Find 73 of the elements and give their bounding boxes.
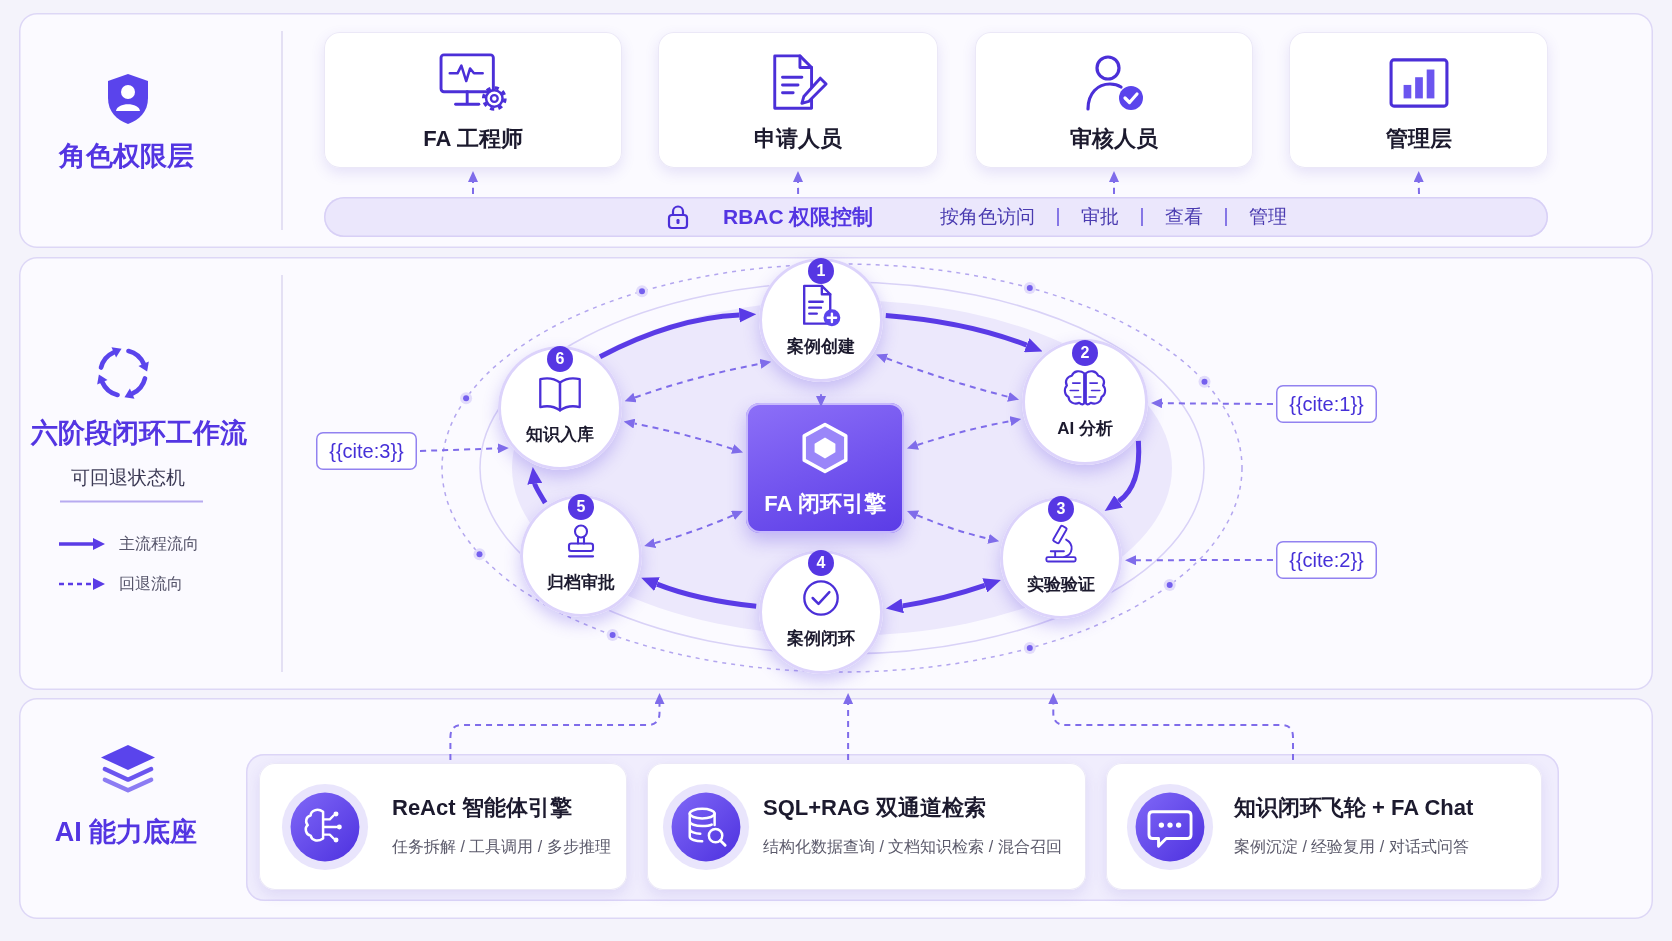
permission-item: 按角色访问 [940, 205, 1035, 229]
dashed-arrow [843, 693, 854, 761]
step-badge: 1 [808, 258, 834, 284]
permission-item: 查看 [1165, 205, 1203, 229]
dashed-arrow [1413, 171, 1424, 195]
bar-title: RBAC 权限控制 [723, 204, 874, 230]
dashed-arrow [816, 393, 826, 407]
permission-item: 审批 [1081, 205, 1119, 229]
stage-circle [759, 258, 883, 382]
role-label: 管理层 [1385, 125, 1452, 153]
flow-arrow [1105, 440, 1142, 512]
role-label: 申请人员 [754, 125, 842, 153]
role-label: FA 工程师 [423, 125, 523, 153]
dashed-double-arrow [644, 510, 743, 548]
layer-panel [19, 698, 1653, 919]
dashed-double-arrow [906, 510, 1000, 544]
flow-double-arrow [885, 578, 1001, 614]
capability-card [1106, 763, 1542, 890]
flow-arrow [885, 313, 1043, 353]
stage-label: 案例创建 [787, 336, 855, 358]
layer-panel [19, 13, 1653, 248]
dashed-double-arrow [876, 353, 1020, 402]
layer-subtitle: 可回退状态机 [71, 466, 185, 490]
role-card [324, 32, 622, 168]
permission-item: 管理 [1249, 205, 1287, 229]
stage-label: AI 分析 [1057, 418, 1113, 440]
engine-label: FA 闭环引擎 [764, 490, 886, 518]
step-badge: 4 [808, 550, 834, 576]
dashed-double-arrow [623, 418, 744, 454]
capability-description: 案例沉淀 / 经验复用 / 对话式问答 [1234, 837, 1469, 857]
permission-bar [324, 197, 1548, 237]
layer-title: AI 能力底座 [54, 815, 198, 849]
dashed-arrow [793, 171, 803, 195]
capability-description: 结构化数据查询 / 文档知识检索 / 混合召回 [763, 837, 1062, 857]
role-card [975, 32, 1253, 168]
dashed-arrow [419, 443, 509, 454]
dashed-arrow [1109, 171, 1119, 195]
step-badge: 2 [1072, 340, 1098, 366]
citation-tag: {{cite:2}} [1276, 541, 1377, 579]
dashed-arrow [449, 693, 665, 761]
dashed-arrow [1048, 693, 1294, 761]
capability-card [259, 763, 627, 890]
role-card [1289, 32, 1548, 168]
capability-title: 知识闭环飞轮 + FA Chat [1234, 794, 1474, 822]
layer-panel [19, 257, 1653, 690]
stage-label: 实验验证 [1027, 574, 1095, 596]
legend-label: 回退流向 [119, 574, 183, 594]
step-badge: 5 [568, 494, 594, 520]
citation-tag: {{cite:3}} [316, 432, 417, 470]
capability-title: SQL+RAG 双通道检索 [763, 794, 987, 822]
stage-label: 知识入库 [526, 424, 594, 446]
capability-card [647, 763, 1086, 890]
stage-label: 案例闭环 [787, 628, 855, 650]
step-badge: 3 [1048, 496, 1074, 522]
citation-tag: {{cite:1}} [1276, 385, 1377, 423]
dashed-arrow [1151, 398, 1274, 409]
step-badge: 6 [547, 346, 573, 372]
flow-arrow [641, 577, 757, 609]
layer-title: 角色权限层 [58, 139, 194, 173]
dashed-arrow [1125, 555, 1274, 566]
stage-label: 归档审批 [547, 572, 615, 594]
dashed-double-arrow [906, 416, 1022, 450]
role-label: 审核人员 [1070, 125, 1158, 153]
layer-title: 六阶段闭环工作流 [31, 416, 247, 450]
dashed-double-arrow [624, 358, 772, 403]
flow-arrow [527, 467, 548, 505]
capability-title: ReAct 智能体引擎 [392, 794, 572, 822]
engine-box [746, 403, 904, 533]
dashed-arrow [468, 171, 478, 195]
legend-label: 主流程流向 [119, 534, 199, 554]
capability-description: 任务拆解 / 工具调用 / 多步推理 [392, 837, 611, 857]
flow-arrow [598, 307, 757, 360]
role-card [658, 32, 938, 168]
